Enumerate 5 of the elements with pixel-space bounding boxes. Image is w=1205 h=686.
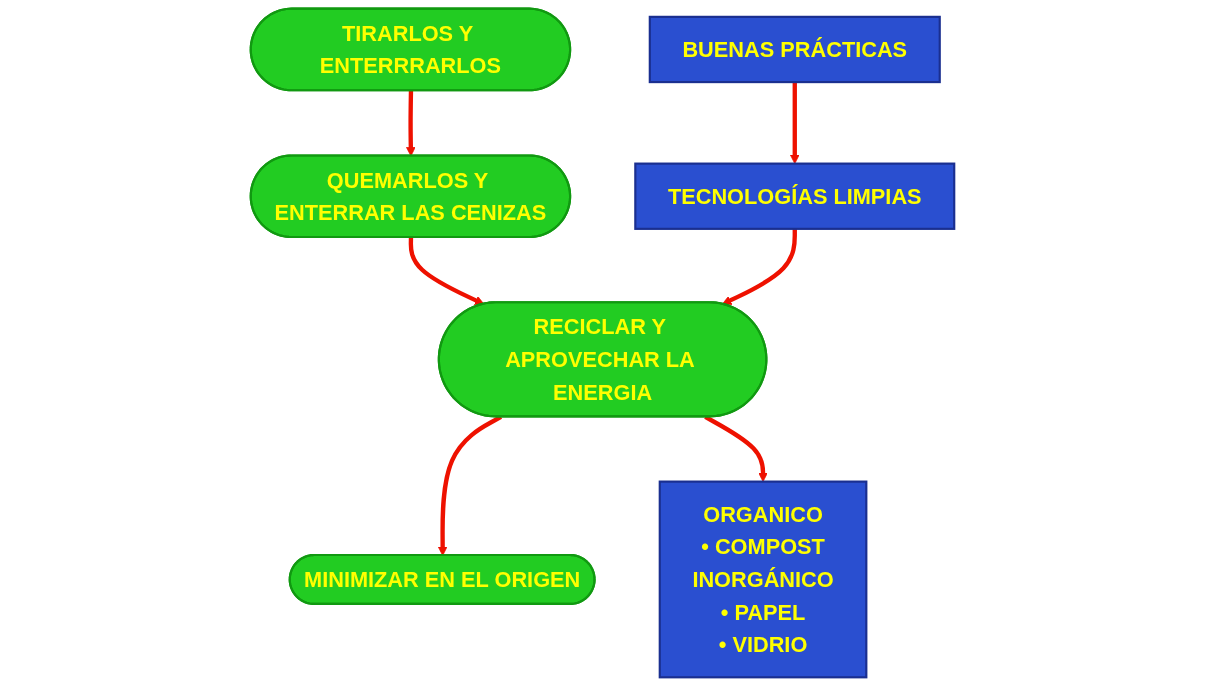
arrow (408, 237, 485, 305)
node-box: ORGANICO • COMPOST INORGÁNICO • PAPEL • VIDRIO (658, 480, 868, 679)
node-box: TECNOLOGÍAS LIMPIAS (634, 162, 956, 230)
arrow (721, 228, 797, 305)
node-box: BUENAS PRÁCTICAS (648, 15, 941, 84)
